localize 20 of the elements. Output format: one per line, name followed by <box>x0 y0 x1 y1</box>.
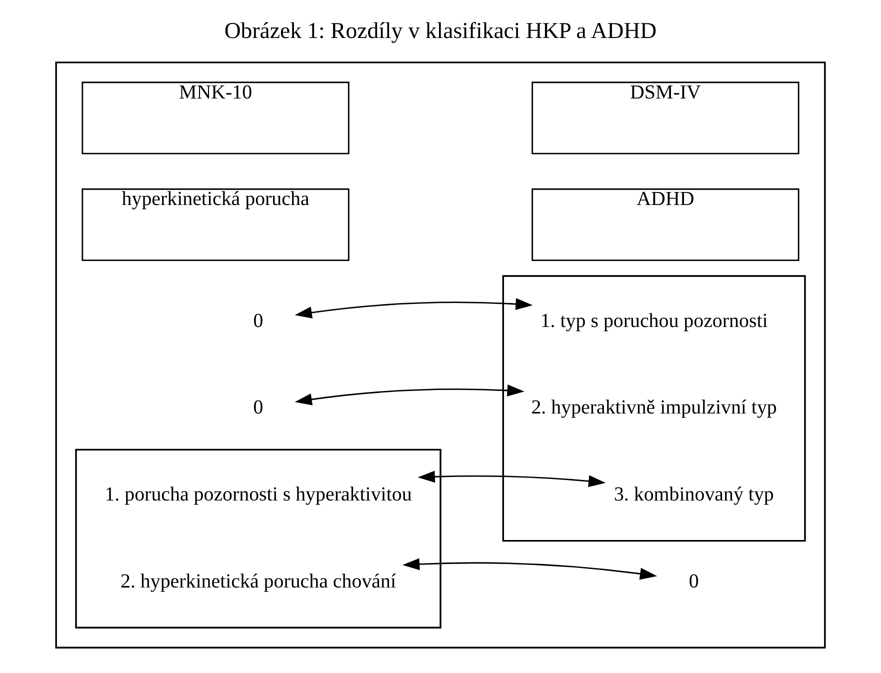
cluster <box>75 448 442 629</box>
node-box: ADHD <box>532 188 800 262</box>
node-text: 0 <box>253 396 264 419</box>
arrow <box>418 470 606 488</box>
node-text: 1. porucha pozornosti s hyperaktivitou <box>104 484 412 506</box>
node-text: 2. hyperaktivně impulzivní typ <box>531 396 777 419</box>
cluster <box>502 275 806 542</box>
arrow <box>294 298 533 318</box>
node-text: 1. typ s poruchou pozornosti <box>540 310 768 332</box>
node-text: 3. kombinovaný typ <box>614 484 774 506</box>
arrow <box>294 384 524 406</box>
node-box: MNK-10 <box>82 82 350 154</box>
node-box: hyperkinetická porucha <box>82 188 350 262</box>
node-text: 2. hyperkinetická porucha chování <box>120 570 396 592</box>
node-text: 0 <box>253 310 264 332</box>
node-text: 0 <box>688 570 699 592</box>
diagram-title: Obrázek 1: Rozdíly v klasifikaci HKP a ADHD <box>224 18 657 43</box>
node-box: DSM-IV <box>532 82 800 154</box>
cluster <box>55 62 826 648</box>
arrow <box>402 558 658 580</box>
